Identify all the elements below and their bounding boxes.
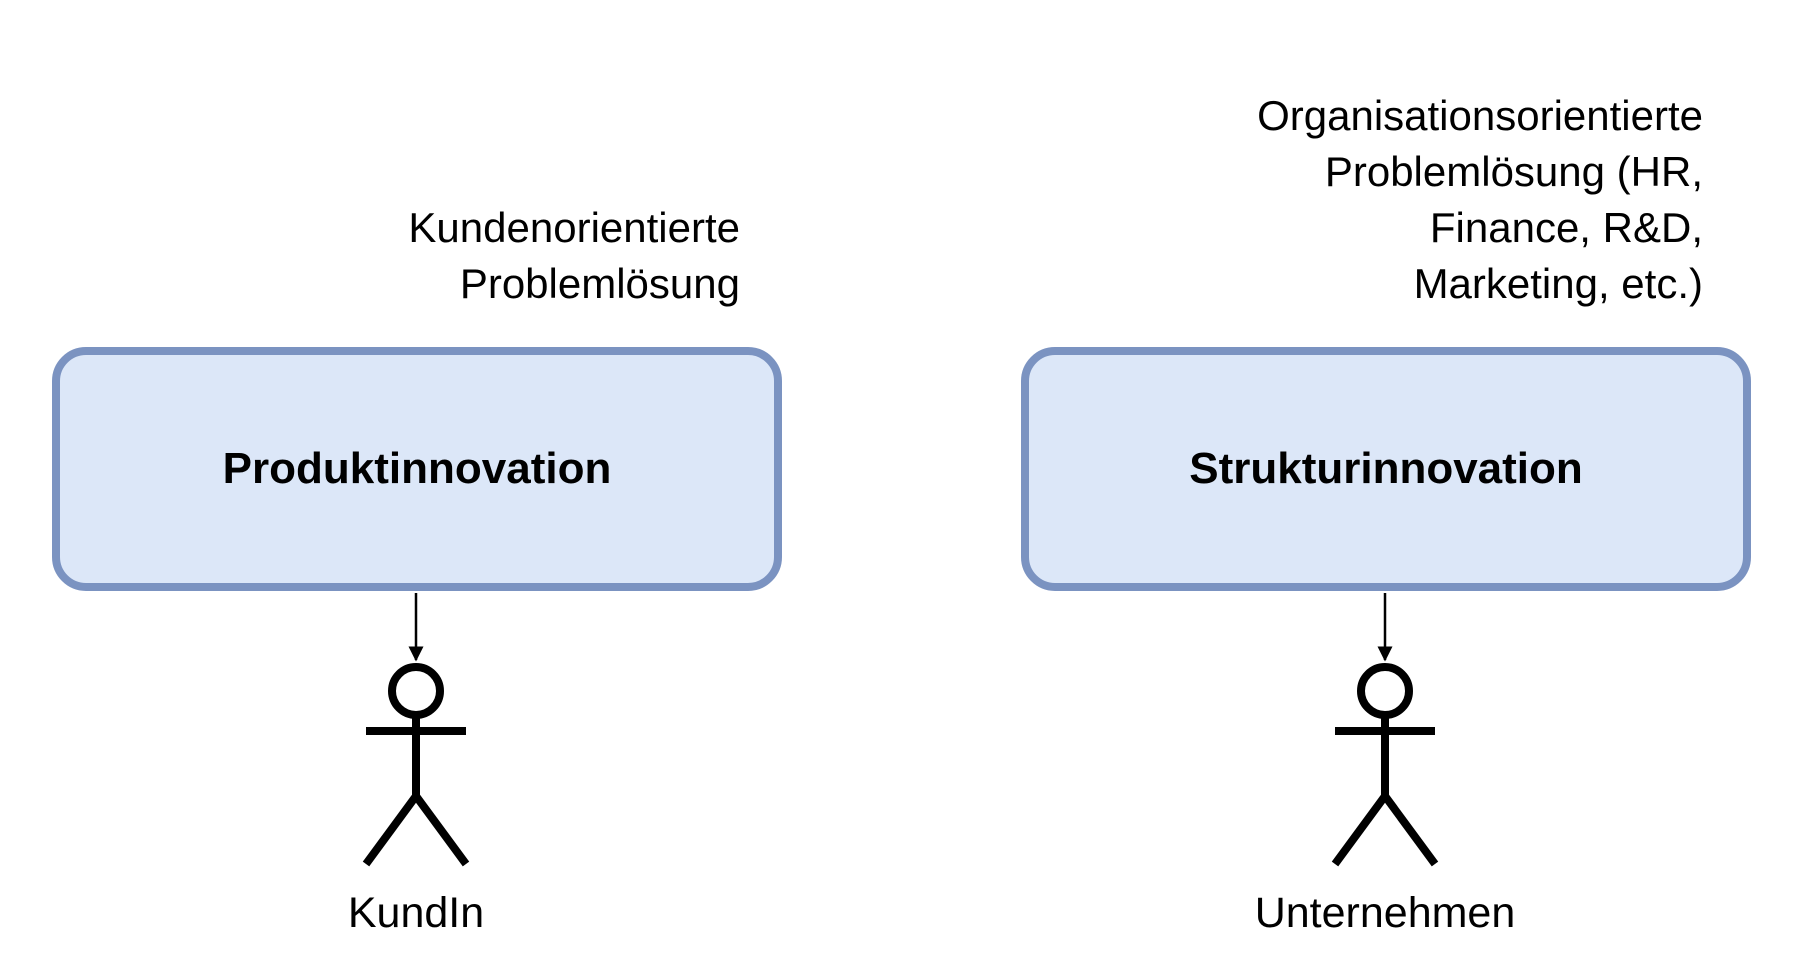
annotation-line: Marketing, etc.)	[1413, 260, 1703, 307]
annotation-line: Kundenorientierte	[408, 204, 740, 251]
company-actor-icon	[1331, 663, 1439, 867]
annotation-line: Organisationsorientierte	[1257, 92, 1703, 139]
product-innovation-box[interactable]: Produktinnovation	[52, 347, 782, 591]
annotation-line: Problemlösung	[459, 260, 740, 307]
company-label: Unternehmen	[1254, 889, 1516, 937]
customer-label: KundIn	[347, 889, 485, 937]
product-innovation-label: Produktinnovation	[222, 444, 612, 493]
annotation-line: Problemlösung (HR,	[1324, 148, 1703, 195]
structure-innovation-label: Strukturinnovation	[1189, 444, 1583, 493]
structure-annotation: Organisationsorientierte Problemlösung (…	[1257, 88, 1703, 312]
product-annotation: Kundenorientierte Problemlösung	[408, 200, 740, 312]
annotation-line: Finance, R&D,	[1429, 204, 1703, 251]
structure-innovation-box[interactable]: Strukturinnovation	[1021, 347, 1751, 591]
customer-actor-icon	[362, 663, 470, 867]
